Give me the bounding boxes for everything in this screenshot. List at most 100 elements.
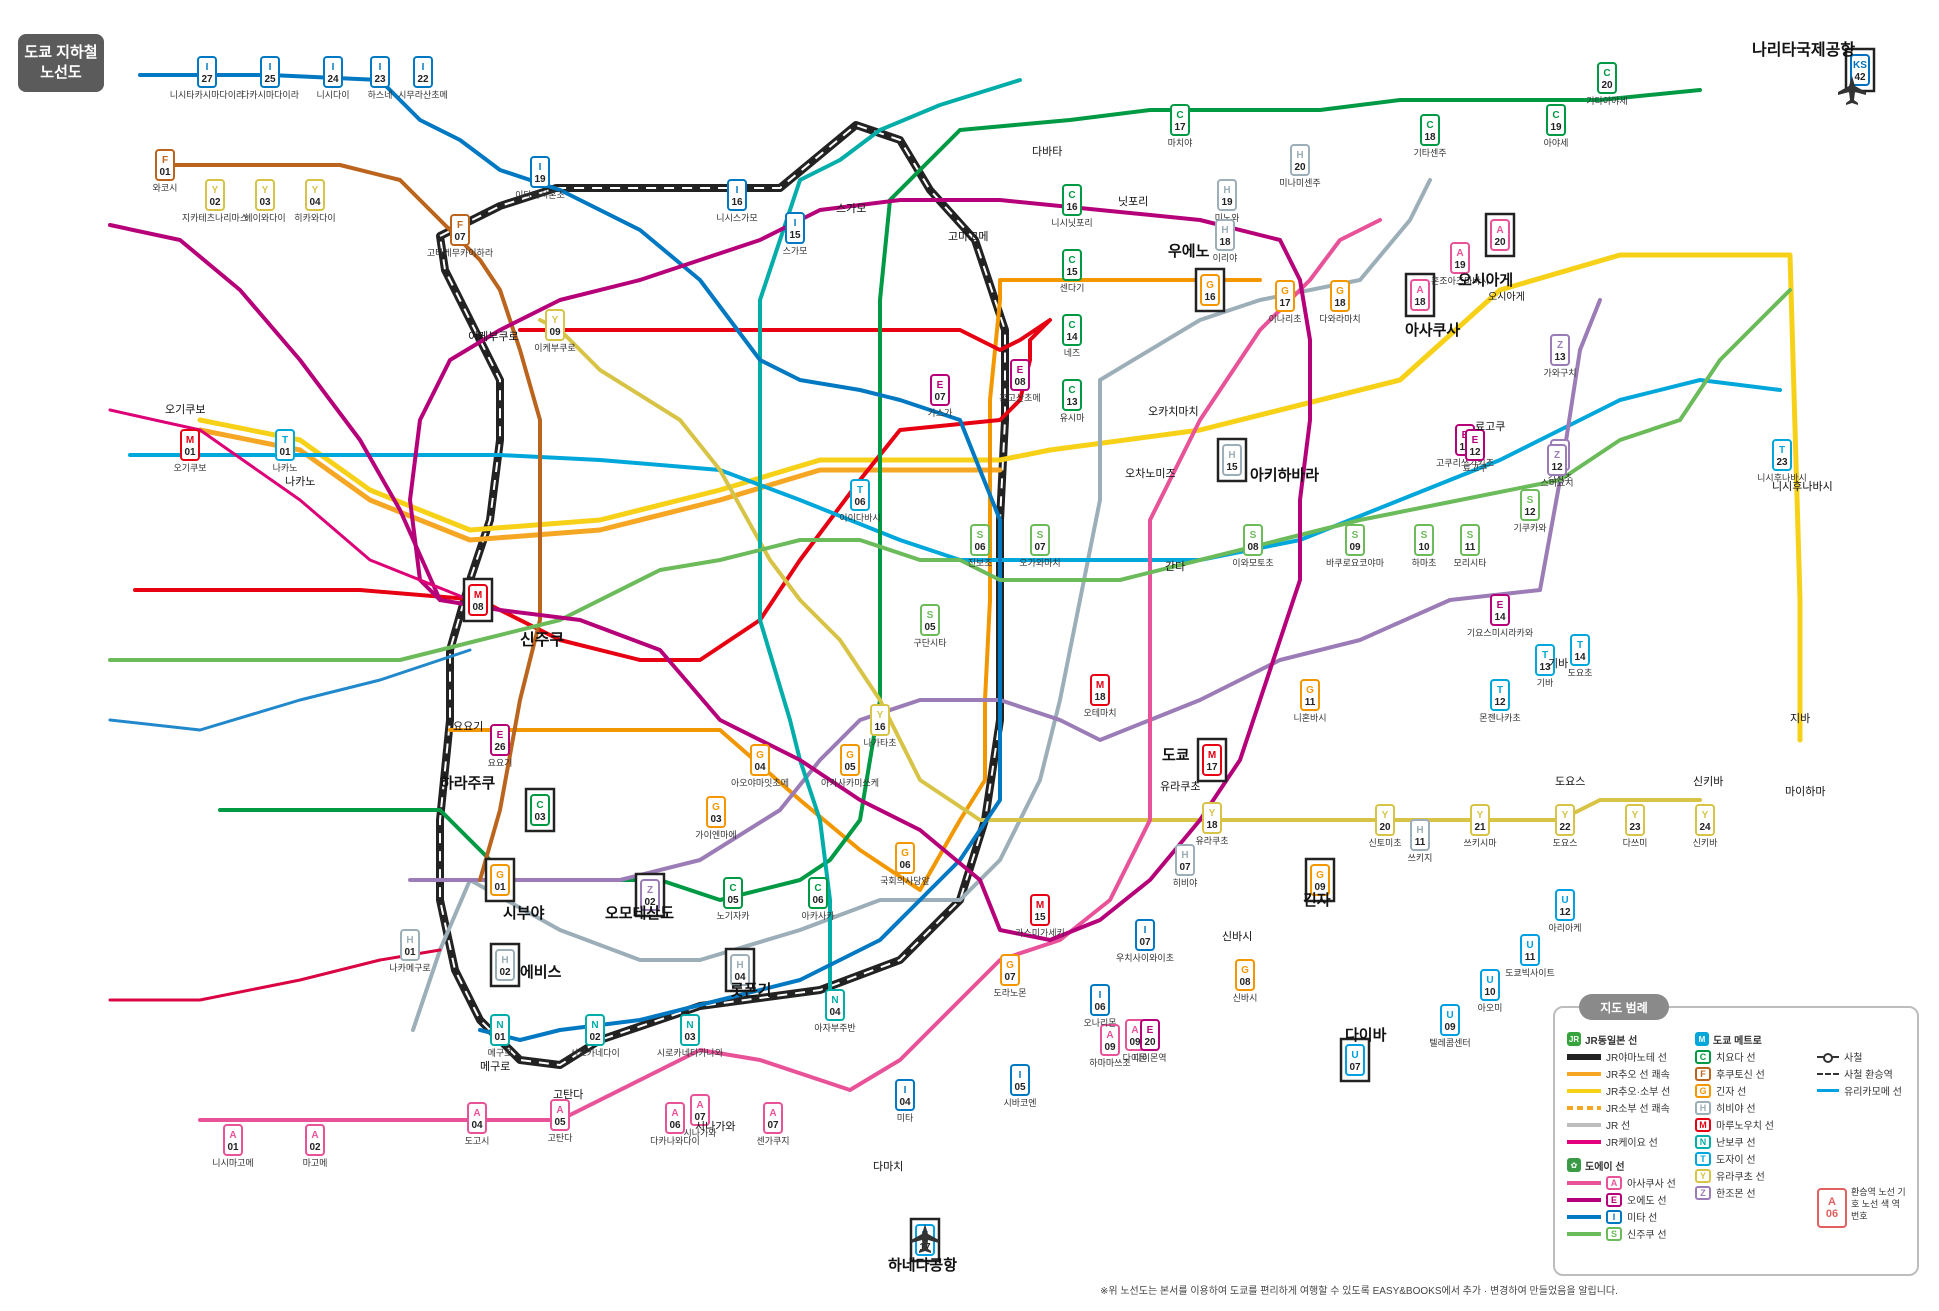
station-marker[interactable]: S07오가와마치오가와마치 [1019, 524, 1061, 568]
station-marker[interactable]: C13유시마유시마 [1060, 379, 1086, 423]
station-marker[interactable]: M15가스미가세키가스미가세키 [1015, 894, 1065, 938]
station-marker[interactable]: U09텔레콤센터텔레콤센터 [1429, 1004, 1471, 1048]
station-marker[interactable]: I06오나리몬오나리몬 [1083, 984, 1117, 1028]
station-marker[interactable]: A07시나가와시나가와 [683, 1094, 717, 1138]
station-marker[interactable]: C19아야세아야세 [1544, 104, 1569, 148]
station-marker[interactable]: A02마고메마고메 [303, 1124, 328, 1168]
station-marker[interactable]: Y16나가타초나가타초 [863, 704, 897, 748]
station-marker[interactable]: S08이와모토초이와모토초 [1232, 524, 1274, 568]
station-marker[interactable]: C06아카사카아카사카 [801, 877, 835, 921]
station-marker[interactable]: C14네즈네즈 [1062, 314, 1082, 358]
station-marker[interactable]: S06진보초진보초 [968, 524, 993, 568]
station-marker[interactable]: S10하마초하마초 [1412, 524, 1437, 568]
station-marker[interactable]: A09다이몬다이몬 [1123, 1019, 1148, 1063]
station-marker[interactable]: G18다와라마치다와라마치 [1319, 280, 1361, 324]
station-marker[interactable]: H02에비스 [489, 942, 521, 988]
station-marker[interactable]: G04아오야마잇초메아오야마잇초메 [731, 744, 789, 788]
station-marker[interactable]: U12아리아케아리아케 [1548, 889, 1582, 933]
station-marker[interactable]: T01나카노나카노 [273, 429, 298, 473]
station-marker[interactable]: S09바쿠로요코야마바쿠로요코야마 [1326, 524, 1385, 568]
station-marker[interactable]: G09긴자 [1304, 857, 1336, 903]
station-marker[interactable]: Y23다쓰미다쓰미 [1623, 804, 1648, 848]
station-marker[interactable]: M18오테마치오테마치 [1083, 674, 1117, 718]
station-marker[interactable]: E20다이몬역다이몬역 [1133, 1019, 1167, 1063]
station-marker[interactable]: I07우치사이와이초우치사이와이초 [1116, 919, 1174, 963]
station-marker[interactable]: Z12스미요시스미요시 [1540, 444, 1574, 488]
station-marker[interactable]: T23니시후나바시니시후나바시 [1757, 439, 1807, 483]
station-marker[interactable]: A20오시아게 [1484, 212, 1516, 258]
station-marker[interactable]: Y20신토미초신토미초 [1368, 804, 1402, 848]
station-marker[interactable]: C05노기자카노기자카 [716, 877, 750, 921]
station-marker[interactable]: G16우에노 [1194, 267, 1226, 313]
station-marker[interactable]: G17이나리초이나리초 [1268, 280, 1302, 324]
station-marker[interactable]: Y21쓰키시마쓰키시마 [1463, 804, 1497, 848]
station-marker[interactable]: I04미타미타 [895, 1079, 915, 1123]
station-marker[interactable]: H07히비야히비야 [1173, 844, 1198, 888]
station-marker[interactable]: M17도쿄 [1196, 737, 1228, 783]
station-marker[interactable]: A19혼조아즈마바시혼조아즈마바시 [1431, 242, 1489, 286]
station-marker[interactable]: U11도쿄빅사이트도쿄빅사이트 [1505, 934, 1555, 978]
station-marker[interactable]: G07도라노몬도라노몬 [993, 954, 1027, 998]
station-marker[interactable]: E08혼고산초메혼고산초메 [999, 359, 1041, 403]
station-marker[interactable]: N03시로카네타카나와시로카네타카나와 [657, 1014, 723, 1058]
station-marker[interactable]: H01나카메구로나카메구로 [389, 929, 431, 973]
station-marker[interactable]: S11모리시타모리시타 [1453, 524, 1487, 568]
station-marker[interactable]: H04롯폰기 [724, 947, 756, 993]
station-marker[interactable]: C18기타센주기타센주 [1413, 114, 1447, 158]
station-marker[interactable]: H19미노와미노와 [1215, 179, 1240, 223]
station-marker[interactable]: A04도고시도고시 [465, 1102, 490, 1146]
station-marker[interactable]: E14기요스미시라카와기요스미시라카와 [1467, 594, 1533, 638]
station-marker[interactable]: E12료고쿠료고쿠 [1463, 429, 1488, 473]
station-marker[interactable]: U07다이바 [1339, 1037, 1371, 1083]
station-marker[interactable]: Y22도요스도요스 [1553, 804, 1578, 848]
station-marker[interactable]: A01니시마고메니시마고메 [212, 1124, 254, 1168]
station-marker[interactable]: S12기쿠카와기쿠카와 [1513, 489, 1547, 533]
station-marker[interactable]: N01메구로메구로 [488, 1014, 513, 1058]
station-marker[interactable]: E07가스가가스가 [928, 374, 953, 418]
station-marker[interactable]: I15스가모스가모 [783, 212, 808, 256]
station-marker[interactable]: I19이타바시혼초이타바시혼초 [515, 156, 565, 200]
station-marker[interactable]: T13기바기바 [1535, 644, 1555, 688]
station-marker[interactable]: I16니시스가모니시스가모 [716, 179, 758, 223]
station-marker[interactable]: G06국회의사당앞국회의사당앞 [880, 842, 930, 886]
station-marker[interactable]: G05아카사카미쓰케아카사카미쓰케 [821, 744, 879, 788]
station-marker[interactable]: A18아사쿠사 [1404, 272, 1436, 318]
station-marker[interactable]: Y03헤이와다이헤이와다이 [244, 179, 286, 223]
station-marker[interactable]: Y02지카테츠나리마스지카테츠나리마스 [182, 179, 248, 223]
station-marker[interactable]: C03하라주쿠 [524, 787, 556, 833]
station-marker[interactable]: M08신주쿠 [462, 577, 494, 623]
station-marker[interactable]: Y24신키바신키바 [1693, 804, 1719, 848]
station-marker[interactable]: C16니시닛포리니시닛포리 [1051, 184, 1093, 228]
station-marker[interactable]: C20기타아야세기타아야세 [1586, 62, 1628, 106]
station-marker[interactable]: C17마치야마치야 [1168, 104, 1193, 148]
station-marker[interactable]: I25다카시마다이라다카시마다이라 [241, 56, 300, 100]
station-marker[interactable]: I22시무라산초메시무라산초메 [398, 56, 448, 100]
station-marker[interactable]: Z13가와구치가와구치 [1543, 334, 1577, 378]
station-marker[interactable]: H11쓰키지쓰키지 [1408, 819, 1433, 863]
station-marker[interactable]: G11니혼바시니혼바시 [1293, 679, 1327, 723]
station-marker[interactable]: F01와코시와코시 [153, 149, 178, 193]
station-marker[interactable]: G08신바시신바시 [1233, 959, 1258, 1003]
station-marker[interactable]: A09하마마쓰초하마마쓰초 [1089, 1024, 1131, 1068]
station-marker[interactable]: Y18유라쿠초유라쿠초 [1195, 802, 1229, 846]
station-marker[interactable]: Y04히카와다이히카와다이 [294, 179, 336, 223]
station-marker[interactable]: H20미나미센주미나미센주 [1279, 144, 1321, 188]
station-marker[interactable]: U10아오미아오미 [1478, 969, 1503, 1013]
station-marker[interactable]: N02시로카네다이시로카네다이 [570, 1014, 620, 1058]
station-marker[interactable]: I05시바코엔시바코엔 [1003, 1064, 1037, 1108]
station-marker[interactable]: N04아자부주반아자부주반 [814, 989, 856, 1033]
station-marker[interactable]: H15아키하바라 [1216, 437, 1248, 483]
station-marker[interactable]: Z02오모테산도 [634, 872, 666, 918]
station-marker[interactable]: T12몬젠나카초몬젠나카초 [1479, 679, 1521, 723]
station-marker[interactable]: T14도요초도요초 [1568, 634, 1593, 678]
station-marker[interactable]: E26요요기요요기 [488, 724, 513, 768]
station-marker[interactable]: C15센다기센다기 [1060, 249, 1085, 293]
station-marker[interactable]: I23하스네하스네 [368, 56, 393, 100]
station-marker[interactable]: S05구단시타구단시타 [913, 604, 947, 648]
station-marker[interactable]: G01시부야 [484, 857, 516, 903]
station-marker[interactable]: A07센가쿠지센가쿠지 [756, 1102, 790, 1146]
station-marker[interactable]: M01오기쿠보오기쿠보 [173, 429, 207, 473]
station-marker[interactable]: A05고탄다고탄다 [548, 1099, 574, 1143]
station-marker[interactable]: G03가이엔마에가이엔마에 [695, 796, 737, 840]
station-marker[interactable]: A06다카나와다이다카나와다이 [650, 1102, 700, 1146]
